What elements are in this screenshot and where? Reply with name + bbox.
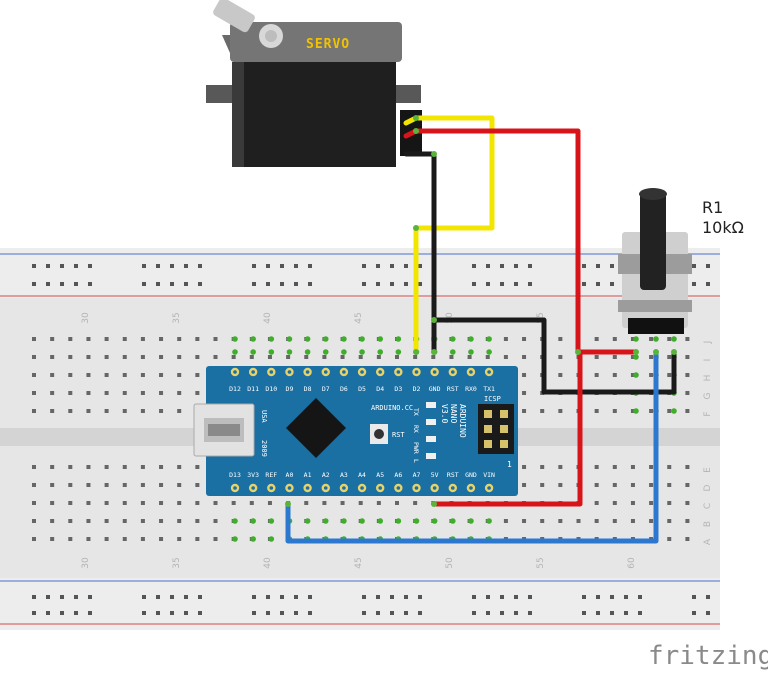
pin-label: GND (465, 471, 477, 479)
pin-label: RST (447, 385, 459, 393)
arduino-nano: ICSP 1 ARDUINO.CC RST ARDUINO NANO V3.0 … (193, 366, 518, 496)
potentiometer (618, 188, 692, 334)
pin-label: 3V3 (247, 471, 259, 479)
column-number: 55 (536, 557, 546, 568)
column-number: 40 (263, 557, 273, 569)
column-number: 60 (627, 557, 637, 569)
pin-label: A3 (340, 471, 348, 479)
column-number: 45 (354, 312, 364, 323)
column-number: 45 (354, 557, 364, 568)
fritzing-watermark: fritzing (648, 641, 768, 671)
row-letter: C (703, 503, 713, 509)
rst-button-label: RST (392, 431, 405, 439)
black-wire-servo (403, 151, 437, 355)
pin-label: RST (447, 471, 459, 479)
pin-label: D10 (265, 385, 277, 393)
column-number: 35 (172, 557, 182, 568)
row-letters: J I H G F E D C B A (703, 341, 713, 545)
row-letter: B (703, 521, 713, 527)
pin-label: VIN (483, 471, 495, 479)
column-number: 50 (445, 557, 455, 569)
row-letter: G (703, 392, 713, 399)
red-wire-5v (431, 349, 583, 507)
row-letter: A (703, 538, 713, 545)
pin-label: D8 (304, 385, 312, 393)
pin-label: RX0 (465, 385, 477, 393)
pin-label: REF (265, 471, 277, 479)
pin-label: A0 (286, 471, 294, 479)
pin-label: A2 (322, 471, 330, 479)
row-letter: D (703, 484, 713, 491)
wires (285, 115, 677, 544)
pin-label: D6 (340, 385, 348, 393)
pin-label: D9 (286, 385, 294, 393)
potentiometer-name: R1 (702, 198, 724, 217)
pin-label: D11 (247, 385, 259, 393)
row-letter: H (703, 375, 713, 382)
pin-label: A1 (304, 471, 312, 479)
pin-label: D3 (394, 385, 402, 393)
pin-label: D7 (322, 385, 330, 393)
led-label: TX (412, 408, 420, 416)
led-label: PWR (412, 442, 420, 454)
icsp-label: ICSP (484, 395, 501, 403)
row-letter: J (703, 341, 713, 345)
led-label: RX (412, 425, 420, 433)
column-number: 40 (263, 312, 273, 324)
model-line-2: NANO (449, 404, 458, 423)
black-wire-gnd (431, 317, 677, 395)
column-number: 35 (172, 312, 182, 323)
row-letter: F (703, 411, 713, 416)
column-number: 30 (81, 557, 91, 569)
pin-label: A7 (413, 471, 421, 479)
pin-label: D13 (229, 471, 241, 479)
arduino-cc-label: ARDUINO.CC (371, 404, 413, 412)
row-letter: E (703, 467, 713, 473)
pin-label: A6 (394, 471, 402, 479)
blue-wire (285, 349, 659, 544)
potentiometer-label: R1 10kΩ (702, 198, 744, 238)
row-letter: I (703, 359, 713, 362)
pin-label: D5 (358, 385, 366, 393)
red-wire-servo (403, 128, 639, 355)
pin-label: 5V (431, 471, 439, 479)
led-labels: TX RX PWR L (412, 408, 420, 463)
pin-label: D2 (413, 385, 421, 393)
column-number: 30 (81, 312, 91, 324)
servo-label: SERVO (306, 37, 350, 52)
servo-motor: SERVO (206, 0, 422, 167)
pin-label: A5 (376, 471, 384, 479)
year-label: 2009 (260, 440, 268, 457)
potentiometer-value: 10kΩ (702, 218, 744, 237)
model-line-3: V3.0 (440, 404, 449, 423)
pin-label: TX1 (483, 385, 495, 393)
led-label: L (412, 459, 420, 463)
pin-label: D4 (376, 385, 384, 393)
model-line-1: ARDUINO (458, 404, 467, 438)
icsp-pins (484, 410, 508, 448)
pin-pads (230, 367, 494, 493)
pin-label: GND (429, 385, 441, 393)
icsp-pin1-label: 1 (507, 460, 512, 469)
pin-label: A4 (358, 471, 366, 479)
pin-label: D12 (229, 385, 241, 393)
usa-label: USA (260, 410, 268, 423)
